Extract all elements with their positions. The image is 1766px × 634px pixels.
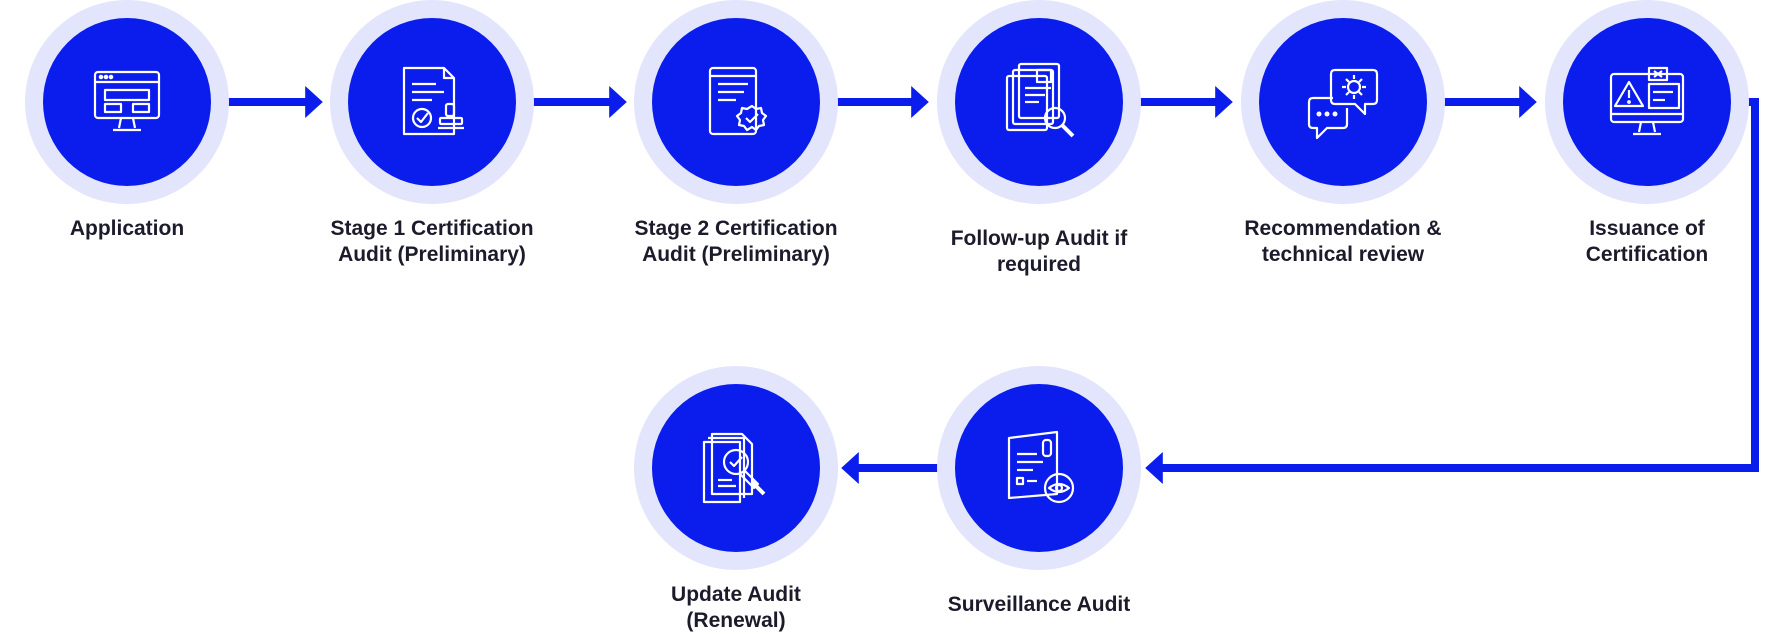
step-7-disc — [955, 384, 1123, 552]
step-2-node — [330, 0, 534, 204]
step-5-label: Recommendation & technical review — [1244, 217, 1442, 266]
chat-gear-icon — [1307, 68, 1379, 140]
step-3-node — [634, 0, 838, 204]
step-6-label: Issuance of Certification — [1585, 217, 1709, 266]
step-5-node — [1241, 0, 1445, 204]
document-magnifier-check-icon — [702, 432, 766, 504]
step-7-node — [937, 366, 1141, 570]
step-2-disc — [348, 18, 516, 186]
stamped-document-icon — [402, 66, 464, 136]
step-8-node — [634, 366, 838, 570]
step-1-node — [25, 0, 229, 204]
step-3-label: Stage 2 Certification Audit (Preliminary… — [634, 217, 838, 266]
step-5-disc — [1259, 18, 1427, 186]
step-1-label: Application — [69, 217, 185, 240]
document-search-icon — [1005, 62, 1075, 138]
step-8-disc — [652, 384, 820, 552]
step-2-label: Stage 1 Certification Audit (Preliminary… — [330, 217, 534, 266]
step-8-label: Update Audit (Renewal) — [671, 583, 801, 632]
step-4-node — [937, 0, 1141, 204]
step-6-disc — [1563, 18, 1731, 186]
step-1-disc — [43, 18, 211, 186]
step-7-label: Surveillance Audit — [947, 593, 1131, 616]
monitor-icon — [93, 70, 161, 132]
document-eye-icon — [1007, 430, 1075, 504]
step-4-disc — [955, 18, 1123, 186]
certified-document-icon — [708, 66, 768, 136]
step-4-label: Follow-up Audit if required — [950, 227, 1128, 276]
step-3-disc — [652, 18, 820, 186]
step-6-node — [1545, 0, 1749, 204]
monitor-alert-icon — [1609, 66, 1685, 136]
